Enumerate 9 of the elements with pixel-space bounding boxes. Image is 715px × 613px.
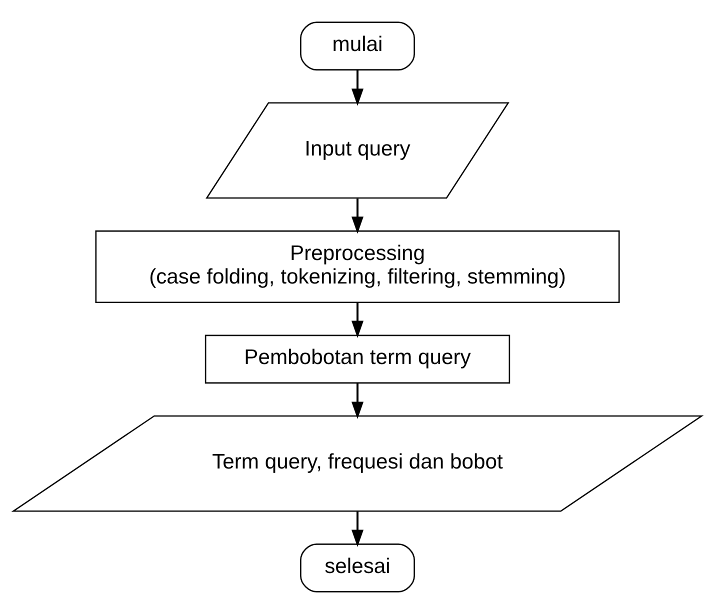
node-box: Pembobotan term query [204, 334, 510, 384]
node-box: mulai [300, 21, 415, 70]
arrow [351, 382, 364, 418]
arrow [351, 69, 364, 106]
arrow [351, 198, 364, 234]
node-box: selesai [300, 543, 415, 592]
arrow [351, 511, 364, 546]
arrow [351, 302, 364, 338]
node-box: Preprocessing (case folding, tokenizing, filtering, stemming) [95, 230, 620, 303]
